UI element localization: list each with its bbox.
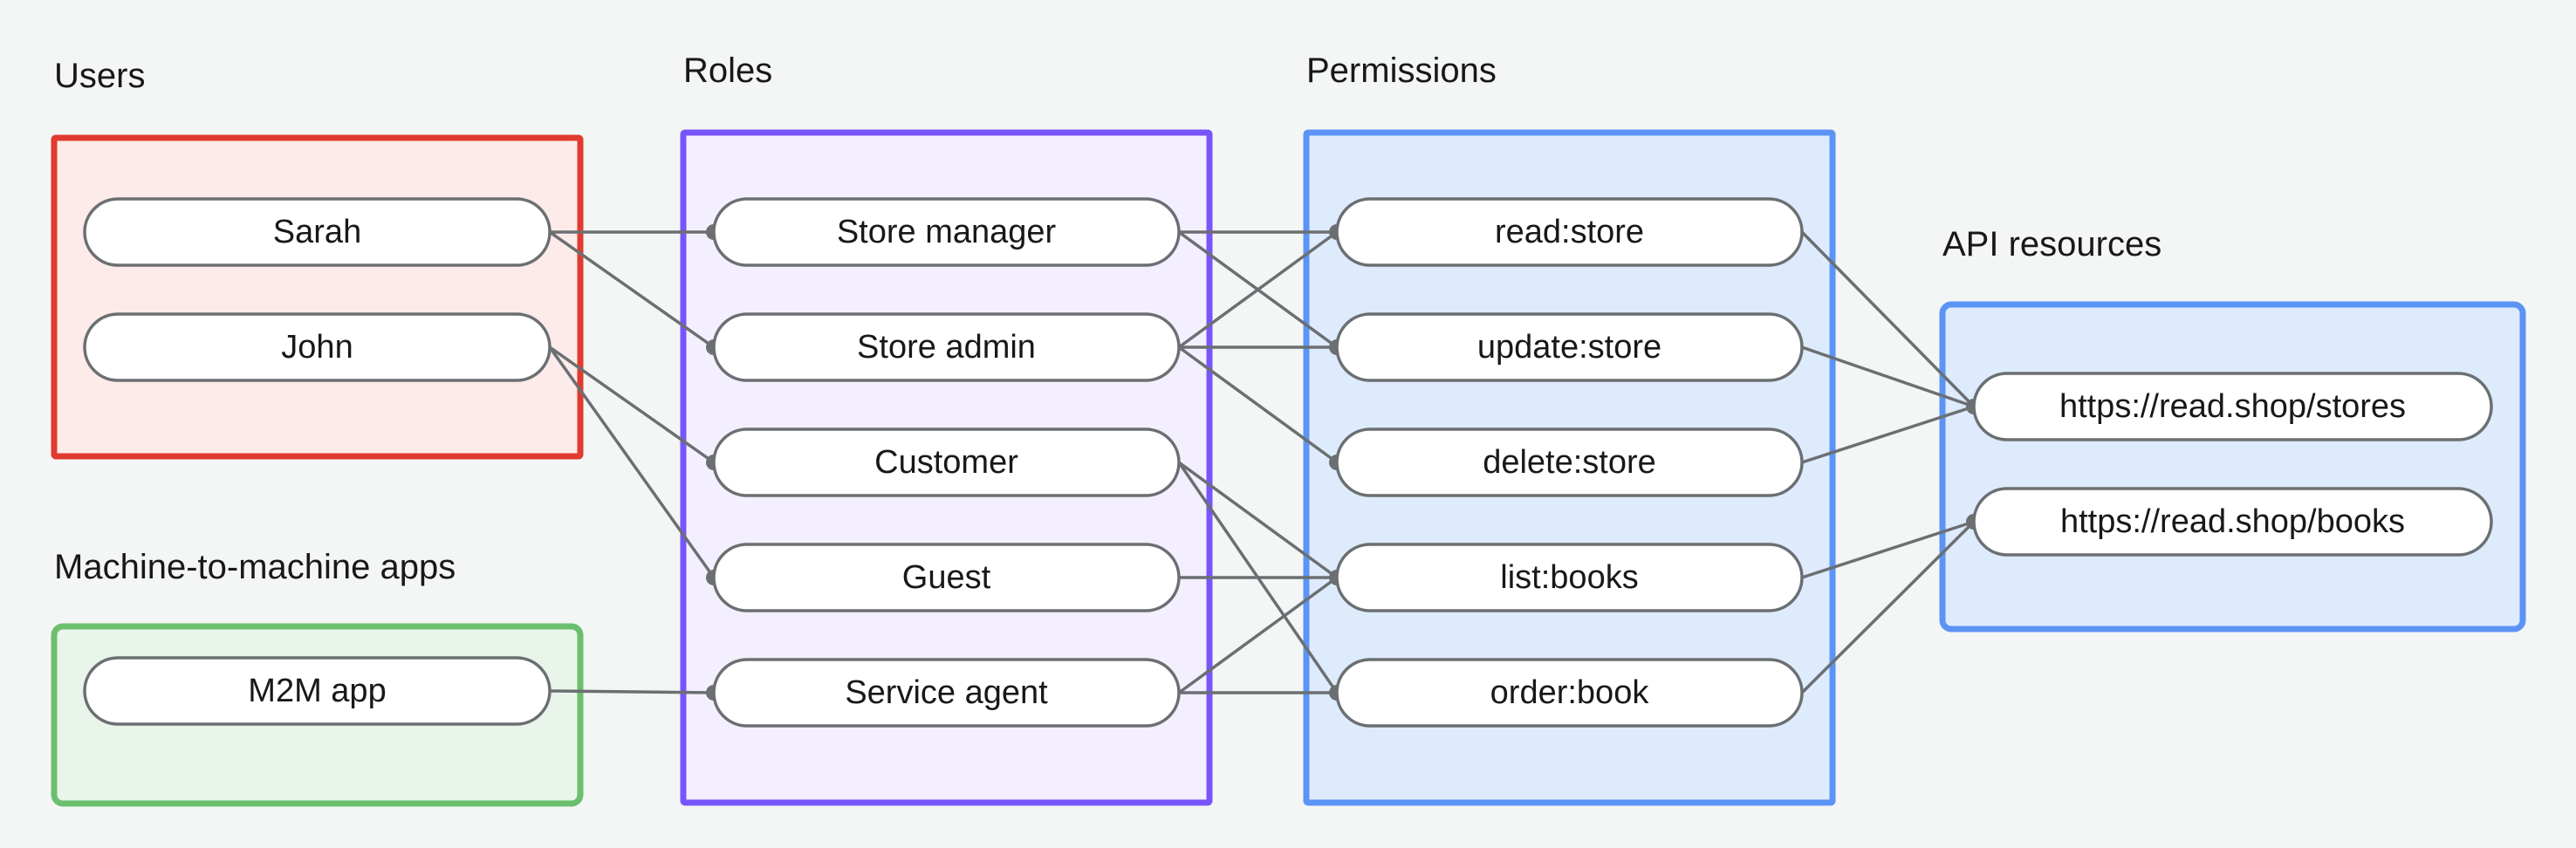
node-label-store-manager: Store manager: [837, 214, 1057, 250]
node-delete-store[interactable]: [1335, 427, 1804, 497]
node-res-books[interactable]: [1972, 487, 2493, 557]
node-update-store[interactable]: [1335, 312, 1804, 382]
node-order-book[interactable]: [1335, 658, 1804, 728]
node-list-books[interactable]: [1335, 543, 1804, 612]
edge-john-to-customer: [548, 345, 716, 464]
edge-delete-store-to-res-stores: [1801, 405, 1975, 464]
edge-customer-to-list-books: [1177, 461, 1339, 579]
group-label-roles: Roles: [683, 51, 772, 90]
node-res-stores[interactable]: [1972, 372, 2493, 441]
group-label-api: API resources: [1942, 225, 2162, 263]
node-label-customer: Customer: [874, 444, 1018, 481]
node-label-john: John: [281, 329, 353, 366]
node-store-admin[interactable]: [712, 312, 1181, 382]
node-label-list-books: list:books: [1500, 559, 1638, 596]
node-label-service-agent: Service agent: [845, 674, 1048, 711]
edge-store-admin-to-read-store: [1177, 230, 1339, 349]
group-box-users: [51, 134, 584, 460]
edge-list-books-to-res-books: [1801, 520, 1975, 579]
group-label-permissions: Permissions: [1306, 51, 1497, 90]
node-label-order-book: order:book: [1490, 674, 1650, 711]
group-label-m2m: Machine-to-machine apps: [54, 548, 456, 586]
edge-service-agent-to-list-books: [1177, 576, 1339, 694]
node-sarah[interactable]: [83, 197, 552, 267]
node-label-guest: Guest: [902, 559, 991, 596]
edge-john-to-guest: [548, 345, 716, 579]
edge-m2m-app-to-service-agent: [549, 689, 715, 694]
group-label-users: Users: [54, 57, 145, 95]
edge-sarah-to-store-admin: [548, 230, 716, 349]
edge-order-book-to-res-books: [1800, 520, 1976, 694]
node-customer[interactable]: [712, 427, 1181, 497]
node-guest[interactable]: [712, 543, 1181, 612]
node-store-manager[interactable]: [712, 197, 1181, 267]
edge-read-store-to-res-stores: [1800, 230, 1976, 408]
node-label-delete-store: delete:store: [1483, 444, 1656, 481]
node-label-update-store: update:store: [1477, 329, 1661, 366]
edge-store-admin-to-delete-store: [1177, 345, 1339, 464]
node-john[interactable]: [83, 312, 552, 382]
edge-update-store-to-res-stores: [1801, 345, 1975, 408]
edges-layer: [548, 224, 1982, 701]
node-label-read-store: read:store: [1495, 214, 1644, 250]
node-m2m-app[interactable]: [83, 656, 552, 726]
node-read-store[interactable]: [1335, 197, 1804, 267]
node-label-res-stores: https://read.shop/stores: [2059, 388, 2406, 425]
node-label-m2m-app: M2M app: [248, 673, 386, 709]
node-label-store-admin: Store admin: [857, 329, 1036, 366]
group-box-api: [1939, 301, 2526, 633]
node-service-agent[interactable]: [712, 658, 1181, 728]
node-label-res-books: https://read.shop/books: [2060, 503, 2405, 540]
node-label-sarah: Sarah: [273, 214, 361, 250]
